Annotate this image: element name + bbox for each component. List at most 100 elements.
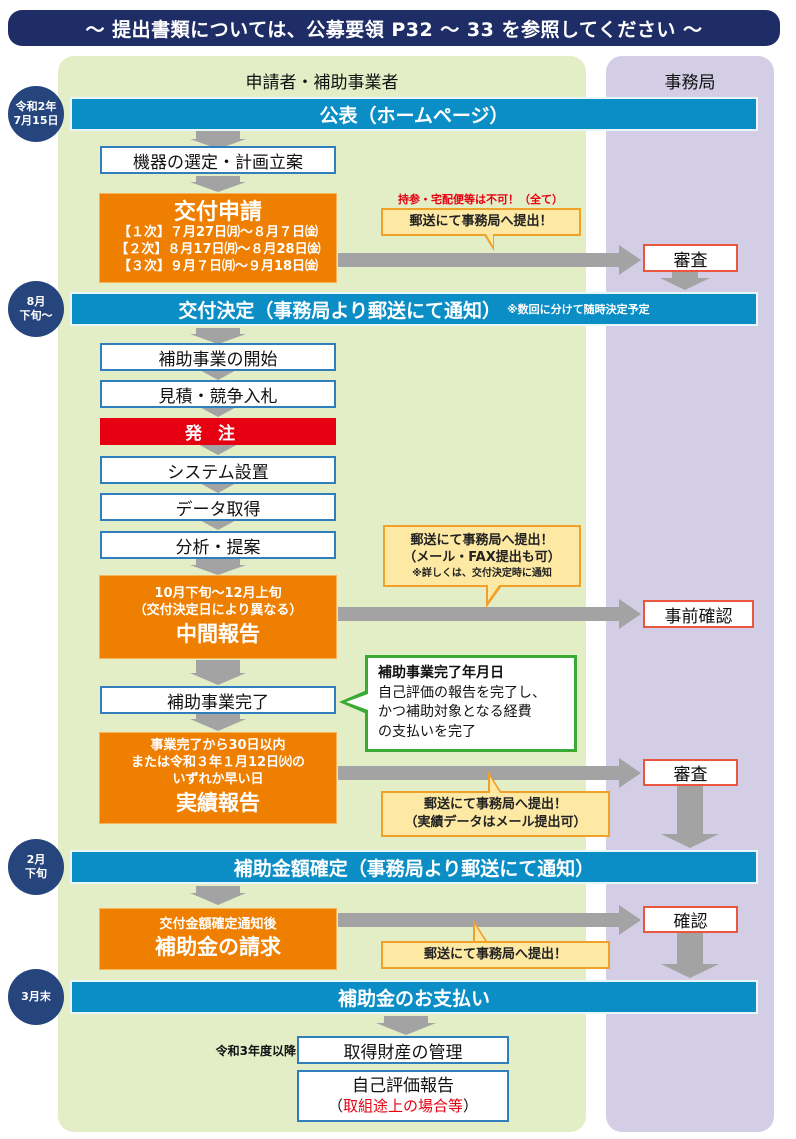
step-title: 実績報告 [176,791,260,816]
arrow-down-icon [196,886,240,894]
date-line: 7月15日 [13,114,59,127]
callout-text: 郵送にて事務局へ提出！ [423,947,567,963]
date-circle-publish: 令和2年 7月15日 [8,86,64,142]
arrow-down-icon [384,1016,428,1024]
phase-grant-decision: 交付決定（事務局より郵送にて通知） ※数回に分けて随時決定予定 [70,292,758,326]
step-label: 分析・提案 [175,537,261,558]
arrow-down-icon [196,131,240,139]
arrow-right-icon [338,607,620,621]
arrow-down-icon [190,565,246,575]
step-grant-application: 交付申請 【１次】７月27日㈪～８月７日㈮ 【２次】８月17日㈪～８月28日㈮ … [99,193,337,283]
step-label: 事前確認 [664,606,733,627]
callout-text: 自己評価の報告を完了し、 [378,684,546,701]
step-label: 補助事業の開始 [158,349,278,370]
phase-grant-decision-label: 交付決定（事務局より郵送にて通知） [178,299,501,322]
step-interim-report: 10月下旬～12月上旬 （交付決定日により異なる） 中間報告 [99,575,337,659]
callout-tail [486,234,493,246]
callout-tail [346,694,368,710]
callout-text: （実績データはメール提出可） [404,815,587,830]
results-deadline-line: いずれか早い日 [172,772,264,788]
claim-note: 交付金額確定通知後 [159,917,277,933]
callout-text: かつ補助対象となる経費 [378,704,532,721]
step-project-complete: 補助事業完了 [100,686,336,714]
results-deadline-line: 事業完了から30日以内 [150,738,286,754]
step-label: 審査 [673,250,708,271]
arrow-down-icon [196,518,240,530]
date-line: 8月 [26,295,46,309]
after-fy-label: 令和3年度以降 [215,1044,296,1058]
callout-text: 郵送にて事務局へ提出！ [423,797,567,813]
callout-text: （メール・FAX提出も可） [403,550,561,566]
step-label: システム設置 [167,462,269,483]
secretariat-confirm: 確認 [643,906,738,933]
step-equipment-planning: 機器の選定・計画立案 [100,146,336,174]
date-line: 下旬 [25,867,47,880]
date-line: 3月末 [21,990,51,1004]
application-round-2: 【２次】８月17日㈪～８月28日㈮ [115,241,321,257]
step-label: 機器の選定・計画立案 [133,152,303,173]
step-label: 補助事業完了 [167,692,269,713]
callout-tail [475,925,485,941]
arrow-down-icon [190,719,246,731]
step-label: 発注 [185,424,251,444]
step-grant-claim: 交付金額確定通知後 補助金の請求 [99,908,337,970]
secretariat-review-2: 審査 [643,759,738,786]
phase-payment-label: 補助金のお支払い [337,987,490,1010]
phase-grant-decision-note: ※数回に分けて随時決定予定 [506,303,650,316]
arrow-down-icon [196,176,240,184]
date-line: 2月 [26,853,46,867]
step-label: 取得財産の管理 [343,1042,463,1063]
arrow-right-icon [619,905,641,935]
step-title: 交付申請 [173,199,262,225]
date-circle-payment: 3月末 [8,969,64,1025]
arrow-down-icon [661,834,719,848]
arrow-right-icon [338,253,620,267]
arrow-down-icon [196,443,240,455]
application-round-3: 【３次】９月７日㈪～９月18日㈮ [117,258,319,274]
step-label: 確認 [673,912,708,932]
arrow-right-icon [619,758,641,788]
arrow-down-icon [196,556,240,566]
arrow-down-icon [196,405,240,417]
arrow-down-icon [677,933,703,965]
secretariat-lane-title: 事務局 [664,73,716,93]
paren: （ [327,1097,343,1116]
phase-payment: 補助金のお支払い [70,980,758,1014]
date-circle-amount-fixed: 2月 下旬 [8,839,64,895]
application-round-1: 【１次】７月27日㈪～８月７日㈮ [117,224,319,240]
arrow-down-icon [190,182,246,192]
self-eval-note: 取組途上の場合等 [342,1097,463,1116]
arrow-right-icon [338,766,620,780]
arrow-down-icon [660,278,710,290]
callout-text: の支払いを完了 [378,723,476,740]
step-estimate-bidding: 見積・競争入札 [100,380,336,408]
step-title: 補助金の請求 [155,935,281,960]
arrow-right-icon [619,599,641,629]
callout-completion-date: 補助事業完了年月日 自己評価の報告を完了し、 かつ補助対象となる経費 の支払いを… [365,655,577,752]
arrow-down-icon [672,272,698,278]
arrow-down-icon [196,481,240,493]
date-line: 下旬～ [19,309,53,322]
reference-banner: ～ 提出書類については、公募要領 P32 ～ 33 を参照してください ～ [8,10,780,46]
arrow-down-icon [661,964,719,978]
callout-text: 郵送にて事務局へ提出！ [410,532,554,548]
interim-period: 10月下旬～12月上旬 [154,585,282,601]
paren: ） [463,1097,479,1116]
step-analysis-proposal: 分析・提案 [100,531,336,559]
arrow-down-icon [376,1023,436,1035]
phase-amount-fixed-label: 補助金額確定（事務局より郵送にて通知） [233,857,595,880]
arrow-down-icon [190,334,246,344]
arrow-down-icon [196,328,240,336]
step-order: 発注 [100,418,336,445]
arrow-down-icon [196,660,240,674]
phase-amount-fixed: 補助金額確定（事務局より郵送にて通知） [70,850,758,884]
phase-publish-label: 公表（ホームページ） [319,104,509,127]
arrow-down-icon [190,673,246,685]
callout-mail-submit-3: 郵送にて事務局へ提出！ （実績データはメール提出可） [381,791,610,837]
callout-mail-submit-4: 郵送にて事務局へ提出！ [381,941,610,969]
callout-note: ※詳しくは、交付決定時に通知 [412,567,552,579]
step-data-acquisition: データ取得 [100,493,336,521]
callout-tail [488,585,499,601]
secretariat-review-1: 審査 [643,244,738,272]
arrow-right-icon [619,245,641,275]
